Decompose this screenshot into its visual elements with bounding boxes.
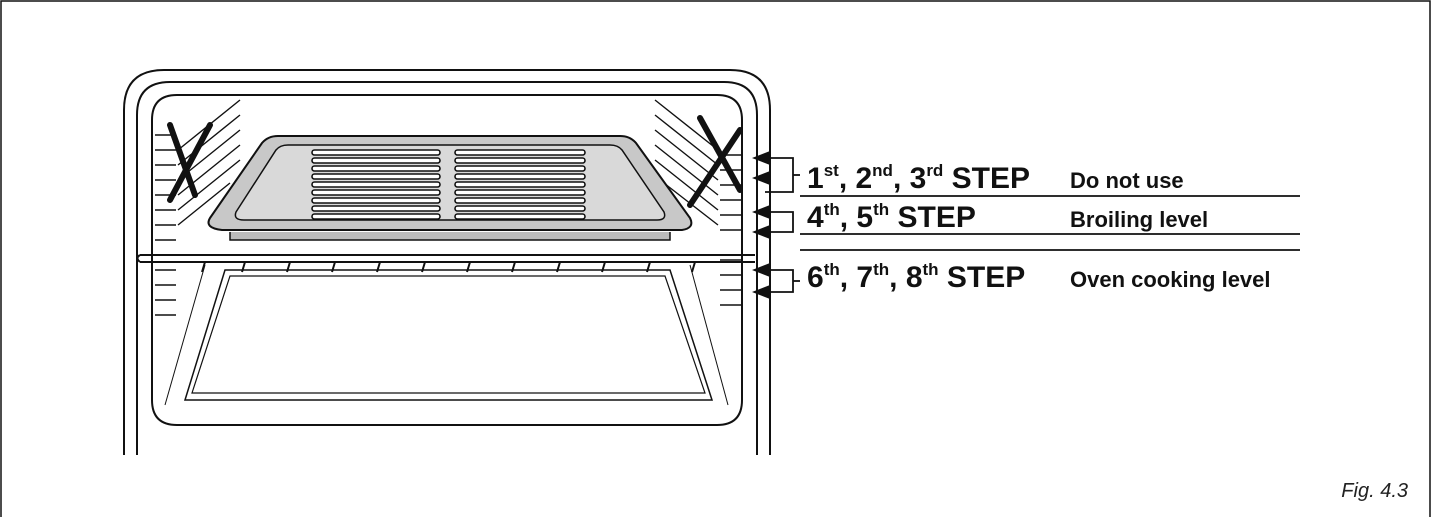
step-number: 1: [807, 162, 824, 195]
tray-groove: [454, 173, 586, 180]
level-arrows: [752, 151, 770, 299]
level-usage-label: Oven cooking level: [1070, 267, 1271, 292]
level-step-label: 1st, 2nd, 3rd STEP: [807, 161, 1030, 195]
tray-groove: [311, 189, 441, 196]
level-step-label: 4th, 5th STEP: [807, 200, 976, 234]
step-separator: ,: [889, 261, 906, 294]
level-indicators: [758, 157, 1300, 293]
tray-groove: [311, 149, 441, 156]
step-separator: ,: [839, 162, 856, 195]
right-x-mark: [687, 115, 743, 208]
tray-groove: [311, 173, 441, 180]
step-separator: ,: [840, 201, 857, 234]
wire-rack: [136, 254, 755, 273]
level-usage-label: Broiling level: [1070, 207, 1208, 232]
tray-groove: [311, 157, 441, 164]
step-ordinal-suffix: rd: [926, 161, 943, 180]
step-ordinal-suffix: th: [824, 200, 840, 219]
tray-groove: [454, 149, 586, 156]
step-ordinal-suffix: th: [873, 260, 889, 279]
step-number: 5: [856, 201, 873, 234]
tray-groove: [454, 205, 586, 212]
step-number: 6: [807, 261, 824, 294]
step-separator: ,: [893, 162, 910, 195]
step-number: 3: [910, 162, 927, 195]
tray-groove: [311, 213, 441, 220]
tray-groove: [311, 197, 441, 204]
step-word: STEP: [897, 201, 975, 234]
step-number: 7: [856, 261, 873, 294]
step-separator: [939, 261, 947, 294]
right-runners: [654, 99, 742, 306]
level-step-label: 6th, 7th, 8th STEP: [807, 260, 1025, 294]
step-number: 8: [906, 261, 923, 294]
step-ordinal-suffix: th: [873, 200, 889, 219]
left-runners: [155, 99, 241, 316]
left-x-mark: [167, 122, 213, 203]
level-usage-label: Do not use: [1070, 168, 1184, 193]
figure-caption: Fig. 4.3: [1341, 480, 1408, 502]
tray-groove: [454, 181, 586, 188]
tray-grooves: [311, 149, 586, 220]
tray-groove: [454, 165, 586, 172]
tray-groove: [454, 213, 586, 220]
step-separator: ,: [840, 261, 857, 294]
step-number: 4: [807, 201, 824, 234]
step-ordinal-suffix: st: [824, 161, 839, 180]
step-separator: [889, 201, 897, 234]
step-number: 2: [855, 162, 872, 195]
tray-groove: [454, 189, 586, 196]
tray-groove: [311, 205, 441, 212]
tray-groove: [311, 181, 441, 188]
step-ordinal-suffix: nd: [872, 161, 893, 180]
broiler-tray: [207, 135, 693, 241]
tray-groove: [454, 197, 586, 204]
step-ordinal-suffix: th: [923, 260, 939, 279]
step-separator: [943, 162, 951, 195]
tray-groove: [454, 157, 586, 164]
step-ordinal-suffix: th: [824, 260, 840, 279]
step-word: STEP: [947, 261, 1025, 294]
tray-groove: [311, 165, 441, 172]
oven-cavity: [123, 69, 771, 455]
step-word: STEP: [952, 162, 1030, 195]
